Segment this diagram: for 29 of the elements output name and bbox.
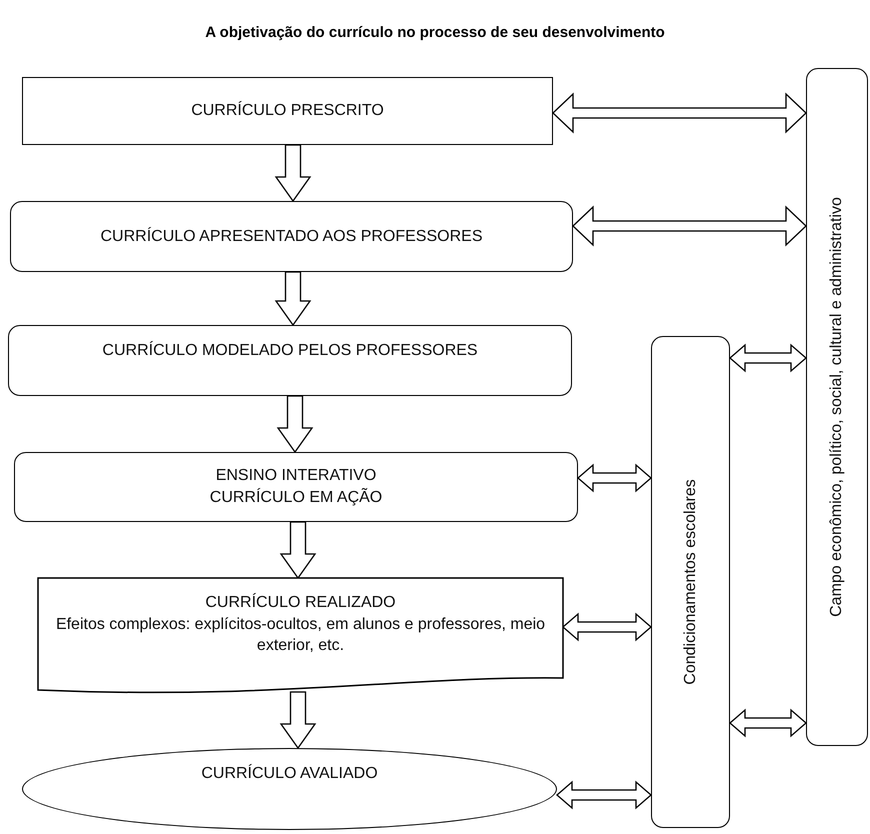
rounded-box (651, 336, 730, 828)
rounded-box (8, 325, 572, 396)
block-arrow (552, 92, 807, 134)
vertical-label: Condicionamentos escolares (680, 479, 700, 685)
node-title: ENSINO INTERATIVO (216, 466, 376, 486)
block-arrow (577, 464, 652, 492)
rounded-box (14, 452, 578, 522)
rounded-box (10, 201, 573, 272)
node-text: Efeitos complexos: explícitos-ocultos, em alunos e professores, meio exterior, etc. (54, 614, 546, 656)
block-arrow (562, 612, 652, 642)
node-title: CURRÍCULO PRESCRITO (191, 100, 384, 122)
block-arrow (572, 205, 807, 247)
node-title: CURRÍCULO APRESENTADO AOS PROFESSORES (100, 226, 482, 247)
node-title: CURRÍCULO REALIZADO (205, 592, 396, 613)
block-arrow (280, 691, 316, 750)
diagram-title: A objetivação do currículo no processo de seu desenvolvimento (205, 24, 665, 41)
block-arrow (274, 271, 312, 326)
block-arrow (729, 708, 807, 738)
rounded-box (806, 68, 868, 746)
node-text: CURRÍCULO EM AÇÃO (210, 487, 382, 508)
block-arrow (276, 395, 314, 454)
block-arrow (280, 521, 316, 580)
process-box (22, 77, 553, 145)
node-title: CURRÍCULO MODELADO PELOS PROFESSORES (102, 340, 478, 361)
block-arrow (556, 780, 652, 810)
node-title: CURRÍCULO AVALIADO (201, 763, 378, 784)
block-arrow (274, 144, 312, 202)
vertical-label: Campo econômico, político, social, cultural e administrativo (827, 197, 846, 617)
block-arrow (729, 344, 807, 372)
